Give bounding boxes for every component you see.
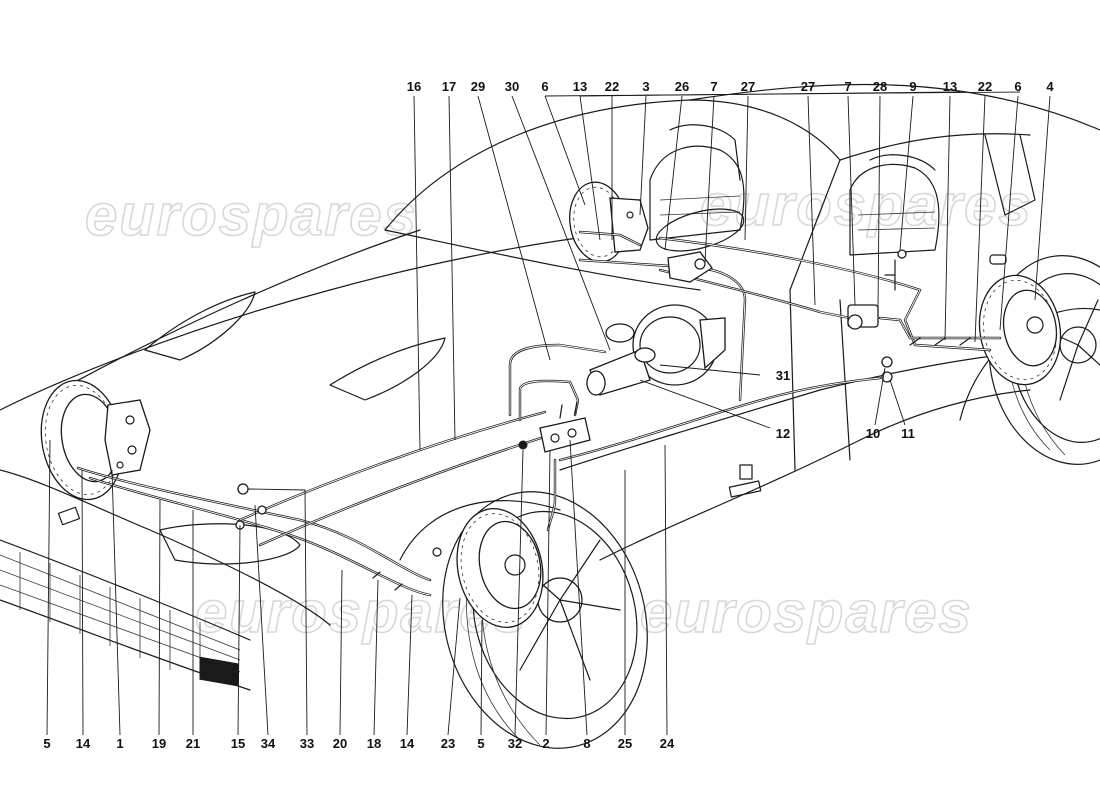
- callout-26: 26: [675, 79, 689, 94]
- callout-14-left: 14: [76, 736, 91, 751]
- callout-15: 15: [231, 736, 245, 751]
- leader-lines: [46, 91, 1051, 736]
- callout-3: 3: [642, 79, 649, 94]
- rear-left-disc: [569, 181, 649, 263]
- callout-23: 23: [441, 736, 455, 751]
- callout-13-left: 13: [573, 79, 587, 94]
- callout-4: 4: [1046, 79, 1054, 94]
- callout-13-right: 13: [943, 79, 957, 94]
- callout-14-right: 14: [400, 736, 415, 751]
- front-right-disc: [456, 508, 544, 628]
- callout-32: 32: [508, 736, 522, 751]
- callout-5-left: 5: [43, 736, 50, 751]
- callout-22-right: 22: [978, 79, 992, 94]
- callout-29: 29: [471, 79, 485, 94]
- callout-10: 10: [866, 426, 880, 441]
- car-body-outline: [0, 83, 1100, 691]
- callout-25: 25: [618, 736, 632, 751]
- callout-18: 18: [367, 736, 381, 751]
- brake-servo: [632, 304, 726, 386]
- callout-17: 17: [442, 79, 456, 94]
- callout-7-left: 7: [710, 79, 717, 94]
- brake-pipes: [76, 230, 1002, 597]
- callout-12: 12: [776, 426, 790, 441]
- pressure-distributor: [539, 401, 591, 453]
- callouts-top: 16 17 29 30 6 13 22 3 26 7 27 27 7 28 9 …: [407, 79, 1055, 94]
- callout-24: 24: [660, 736, 675, 751]
- callout-8: 8: [583, 736, 590, 751]
- watermark-top-right: eurospares: [700, 173, 1033, 238]
- rear-right-disc: [978, 274, 1062, 386]
- watermark-top: eurospares: [85, 183, 418, 248]
- callout-27-left: 27: [741, 79, 755, 94]
- callouts-bottom: 5 14 1 19 21 15 34 33 20 18 14 23 5 32 2…: [43, 736, 675, 751]
- callout-22-left: 22: [605, 79, 619, 94]
- callout-34: 34: [261, 736, 276, 751]
- callout-19: 19: [152, 736, 166, 751]
- callouts-side: 31 12 10 11: [776, 368, 915, 441]
- callout-28: 28: [873, 79, 887, 94]
- callout-5-right: 5: [477, 736, 484, 751]
- callout-11: 11: [901, 426, 915, 441]
- callout-33: 33: [300, 736, 314, 751]
- callout-31: 31: [776, 368, 790, 383]
- callout-27-right: 27: [801, 79, 815, 94]
- callout-1: 1: [116, 736, 123, 751]
- right-pressure-regulator: [847, 304, 879, 330]
- master-cylinder: [586, 323, 656, 396]
- callout-2: 2: [542, 736, 549, 751]
- callout-30: 30: [505, 79, 519, 94]
- callout-6-right: 6: [1014, 79, 1021, 94]
- callout-20: 20: [333, 736, 347, 751]
- callout-9: 9: [909, 79, 916, 94]
- callout-6-left: 6: [541, 79, 548, 94]
- callout-16: 16: [407, 79, 421, 94]
- callout-7-right: 7: [844, 79, 851, 94]
- callout-21: 21: [186, 736, 200, 751]
- front-left-caliper: [104, 399, 151, 476]
- watermark-bottom-right: eurospares: [640, 580, 973, 645]
- small-fittings: [235, 249, 971, 591]
- rear-pressure-regulator: [667, 251, 713, 283]
